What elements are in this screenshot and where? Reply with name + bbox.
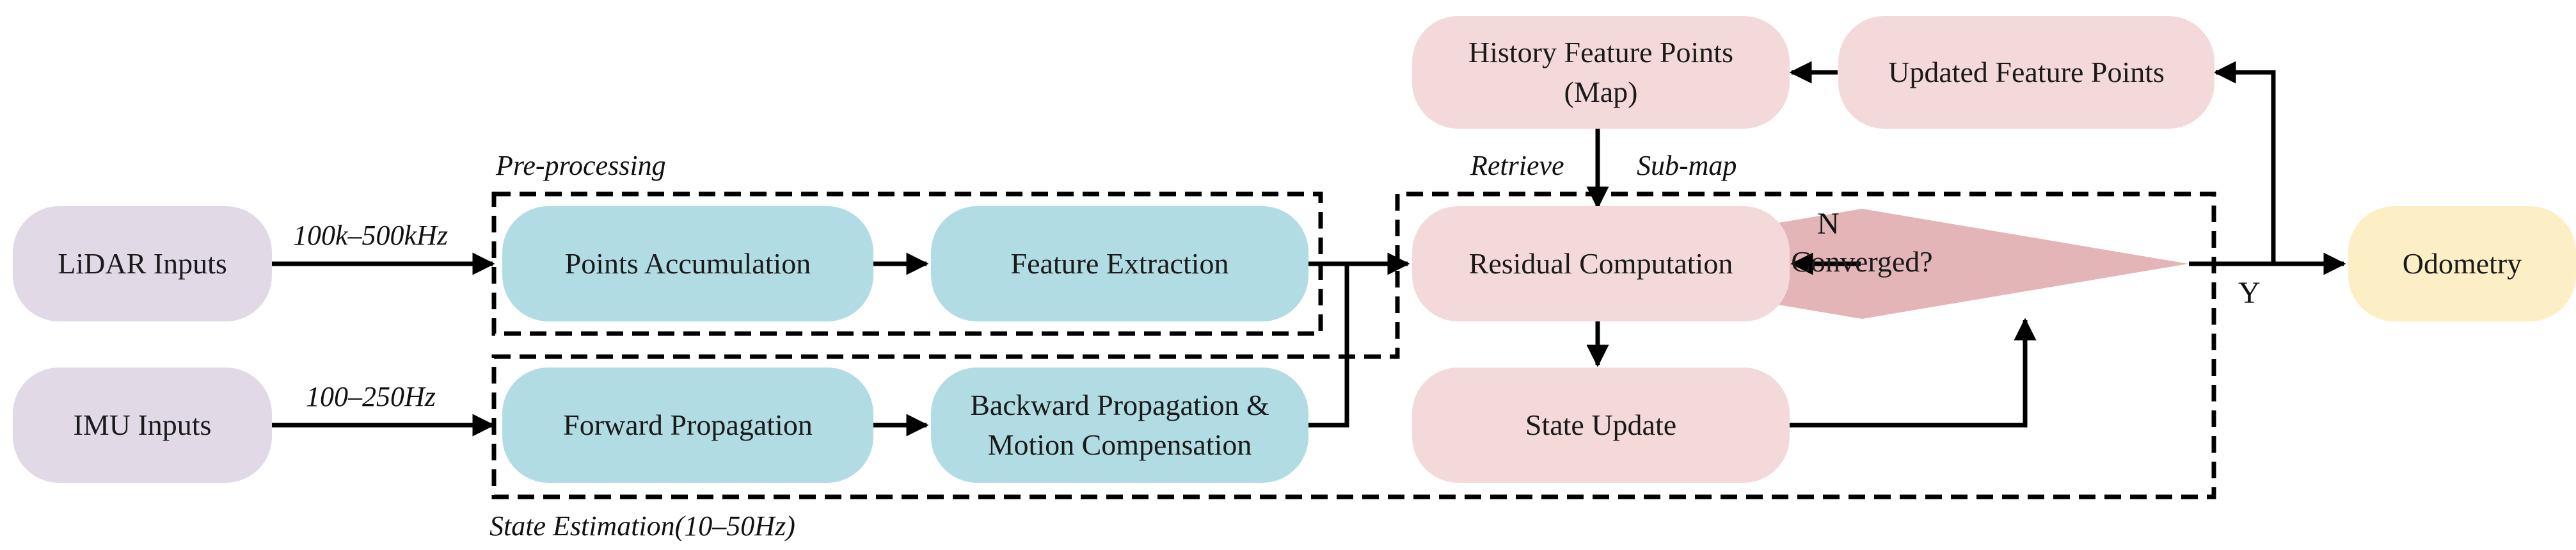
state-estimation-group — [491, 191, 2216, 499]
state-update-node: State Update — [1412, 368, 1790, 483]
updated-feature-points-label: Updated Feature Points — [1888, 55, 2165, 88]
lidar-rate-label: 100k–500kHz — [293, 220, 448, 251]
state-update-label: State Update — [1525, 408, 1677, 441]
arrow-to-updated-features — [2213, 61, 2276, 264]
arrow-state-to-converged — [1790, 318, 2037, 428]
odometry-node: Odometry — [2348, 206, 2576, 321]
preprocessing-label: Pre-processing — [496, 150, 666, 181]
forward-propagation-node: Forward Propagation — [502, 368, 873, 483]
points-accumulation-label: Points Accumulation — [564, 247, 811, 280]
history-feature-points-node: History Feature Points (Map) — [1412, 16, 1790, 129]
residual-computation-label: Residual Computation — [1468, 247, 1733, 280]
retrieve-label: Retrieve — [1470, 150, 1564, 181]
backward-propagation-node: Backward Propagation & Motion Compensati… — [931, 368, 1308, 483]
converged-label: Converged? — [1791, 245, 1933, 278]
lidar-inputs-label: LiDAR Inputs — [58, 247, 227, 280]
line-backward-merge — [1308, 264, 1349, 428]
submap-label: Sub-map — [1637, 150, 1737, 181]
lidar-inputs-node: LiDAR Inputs — [13, 206, 272, 321]
forward-propagation-label: Forward Propagation — [563, 408, 813, 441]
odometry-label: Odometry — [2402, 247, 2522, 280]
residual-computation-node: Residual Computation — [1412, 206, 1790, 321]
points-accumulation-node: Points Accumulation — [502, 206, 873, 321]
imu-inputs-label: IMU Inputs — [73, 408, 212, 441]
yes-label: Y — [2238, 276, 2261, 310]
no-label: N — [1817, 207, 1840, 241]
feature-extraction-label: Feature Extraction — [1010, 247, 1229, 280]
updated-feature-points-node: Updated Feature Points — [1838, 16, 2214, 129]
backward-propagation-label: Backward Propagation & Motion Compensati… — [970, 388, 1269, 461]
state-estimation-label: State Estimation(10–50Hz) — [489, 510, 795, 542]
imu-rate-label: 100–250Hz — [306, 381, 436, 412]
imu-inputs-node: IMU Inputs — [13, 368, 272, 483]
history-feature-points-label: History Feature Points (Map) — [1468, 35, 1733, 108]
feature-extraction-node: Feature Extraction — [931, 206, 1308, 321]
